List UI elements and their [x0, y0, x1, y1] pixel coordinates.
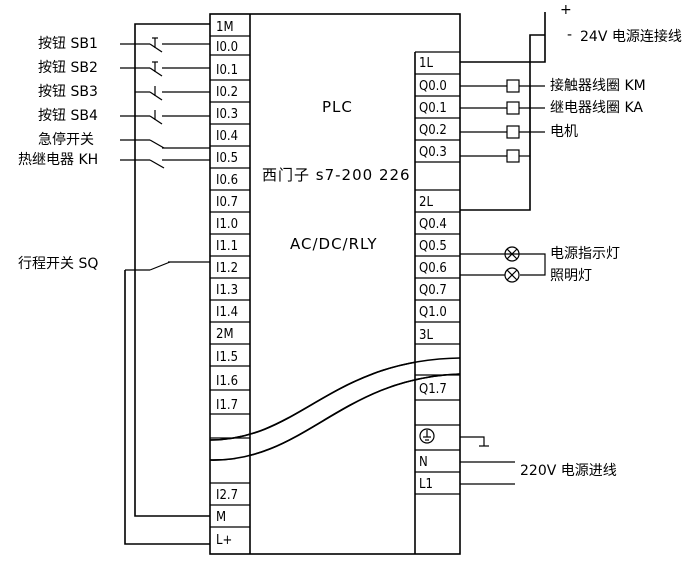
label-ka: 继电器线圈 KA: [550, 100, 643, 116]
label-power-lamp: 电源指示灯: [550, 246, 620, 262]
label-minus: -: [567, 27, 572, 43]
terminal-i1-6: I1.6: [216, 374, 238, 389]
terminal-i0-7: I0.7: [216, 195, 238, 210]
terminal-i2-7: I2.7: [216, 488, 238, 503]
label-estop: 急停开关: [38, 131, 94, 148]
plc-title: PLC: [322, 98, 353, 116]
terminal-q1-7: Q1.7: [419, 382, 447, 397]
terminal-q0-7: Q0.7: [419, 283, 447, 298]
label-220v-supply: 220V 电源进线: [520, 463, 617, 479]
label-motor: 电机: [550, 124, 578, 140]
label-km: 接触器线圈 KM: [550, 77, 646, 94]
terminal-3l: 3L: [419, 328, 433, 343]
plc-model: 西门子 s7-200 226: [262, 166, 411, 184]
input-wiring: [120, 23, 210, 545]
terminal-i0-4: I0.4: [216, 129, 238, 144]
terminal-l1: L1: [419, 477, 433, 492]
input-terminal-strip: [210, 14, 251, 554]
terminal-q0-1: Q0.1: [419, 101, 447, 116]
terminal-i0-0: I0.0: [216, 40, 238, 55]
terminal-m: M: [216, 510, 226, 525]
terminal-q0-5: Q0.5: [419, 239, 447, 254]
output-wiring: [460, 12, 546, 485]
terminal-i0-1: I0.1: [216, 63, 238, 78]
label-sb2: 按钮 SB2: [38, 60, 98, 76]
terminal-i1-1: I1.1: [216, 239, 238, 254]
plc-body: [209, 13, 461, 555]
label-sb3: 按钮 SB3: [38, 84, 98, 100]
terminal-i0-3: I0.3: [216, 107, 238, 122]
terminal-i1-2: I1.2: [216, 261, 238, 276]
label-24v-supply: 24V 电源连接线: [580, 28, 682, 45]
terminal-q0-6: Q0.6: [419, 261, 447, 276]
label-plus: +: [560, 2, 572, 18]
output-terminal-strip: [414, 51, 460, 554]
label-kh: 热继电器 KH: [18, 152, 98, 168]
terminal-i1-4: I1.4: [216, 305, 238, 320]
terminal-q0-3: Q0.3: [419, 145, 447, 160]
terminal-i1-3: I1.3: [216, 283, 238, 298]
terminal-q1-0: Q1.0: [419, 305, 447, 320]
terminal-2m: 2M: [216, 327, 234, 342]
label-sq: 行程开关 SQ: [18, 256, 98, 272]
terminal-1m: 1M: [216, 20, 234, 35]
label-sb1: 按钮 SB1: [38, 36, 98, 52]
terminal-i0-2: I0.2: [216, 85, 238, 100]
ground-terminal-icon: [419, 428, 489, 447]
terminal-lplus: L+: [216, 533, 232, 548]
terminal-i1-5: I1.5: [216, 350, 238, 365]
terminal-i0-5: I0.5: [216, 151, 238, 166]
terminal-2l: 2L: [419, 195, 433, 210]
omission-band: [209, 355, 461, 461]
label-light: 照明灯: [550, 268, 592, 284]
label-sb4: 按钮 SB4: [38, 108, 98, 124]
terminal-1l: 1L: [419, 56, 433, 71]
terminal-i1-7: I1.7: [216, 398, 238, 413]
terminal-i1-0: I1.0: [216, 217, 238, 232]
terminal-i0-6: I0.6: [216, 173, 238, 188]
terminal-n: N: [419, 455, 428, 470]
terminal-q0-4: Q0.4: [419, 217, 447, 232]
plc-type: AC/DC/RLY: [290, 235, 378, 253]
terminal-q0-0: Q0.0: [419, 79, 447, 94]
terminal-q0-2: Q0.2: [419, 123, 447, 138]
